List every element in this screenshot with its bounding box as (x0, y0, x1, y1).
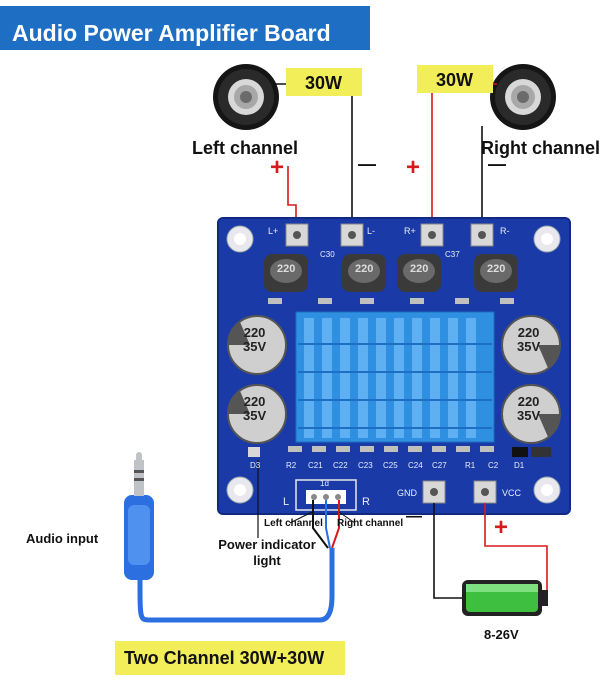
terminal-label-l-plus: L+ (268, 226, 279, 236)
right-power-label: 30W (436, 70, 474, 90)
pcb-board (217, 217, 571, 515)
cap-label-c37: C37 (445, 250, 460, 259)
connector-id: 1d (320, 479, 329, 488)
gnd-label: GND (397, 488, 417, 498)
comp-c25: C25 (383, 461, 398, 470)
right-speaker-icon (490, 64, 556, 130)
right-channel-label: Right channel (481, 138, 600, 158)
wire-left-channel-label: Left channel (264, 518, 323, 529)
comp-d3: D3 (250, 461, 261, 470)
power-negative-wire (433, 503, 462, 599)
comp-r1: R1 (465, 461, 476, 470)
page-title: Audio Power Amplifier Board (12, 20, 331, 46)
inductor-1-code: 220 (277, 263, 296, 275)
comp-d1: D1 (514, 461, 525, 470)
right-minus-sign: — (488, 154, 506, 174)
left-speaker-icon (213, 64, 279, 130)
cap-label-c30: C30 (320, 250, 335, 259)
connector-label-r: R (362, 496, 370, 508)
comp-c23: C23 (358, 461, 373, 470)
power-indicator-label: Power indicator light (218, 537, 316, 568)
comp-c2: C2 (488, 461, 499, 470)
comp-r2: R2 (286, 461, 297, 470)
left-power-callout (286, 68, 362, 96)
inductor-3-code: 220 (410, 263, 429, 275)
battery-icon (462, 580, 548, 616)
comp-c27: C27 (432, 461, 447, 470)
terminal-label-r-minus: R- (500, 226, 510, 236)
input-signal-wires (289, 500, 356, 549)
right-power-callout (417, 65, 493, 93)
left-channel-label: Left channel (192, 138, 299, 158)
left-plus-sign: + (270, 154, 285, 181)
left-minus-sign: — (358, 154, 376, 174)
power-plus-sign: + (494, 514, 509, 541)
inductor-2-code: 220 (355, 263, 374, 275)
title-banner: Audio Power Amplifier Board (0, 6, 370, 50)
terminal-label-l-minus: L- (367, 226, 376, 236)
connector-label-l: L (283, 496, 290, 508)
bottom-banner-text: Two Channel 30W+30W (124, 648, 325, 668)
comp-c21: C21 (308, 461, 323, 470)
terminal-label-r-plus: R+ (404, 226, 416, 236)
left-power-label: 30W (305, 73, 343, 93)
voltage-range-label: 8-26V (484, 627, 519, 642)
power-positive-wire (484, 503, 548, 598)
bottom-banner (115, 641, 345, 675)
audio-cable (124, 452, 335, 623)
comp-c24: C24 (408, 461, 423, 470)
power-minus-sign: — (406, 508, 422, 525)
right-plus-sign: + (406, 154, 421, 181)
audio-input-label: Audio input (26, 531, 99, 546)
left-positive-wire (287, 166, 297, 226)
inductor-4-code: 220 (487, 263, 506, 275)
comp-c22: C22 (333, 461, 348, 470)
wire-right-channel-label: Right channel (337, 518, 404, 529)
vcc-label: VCC (502, 488, 522, 498)
